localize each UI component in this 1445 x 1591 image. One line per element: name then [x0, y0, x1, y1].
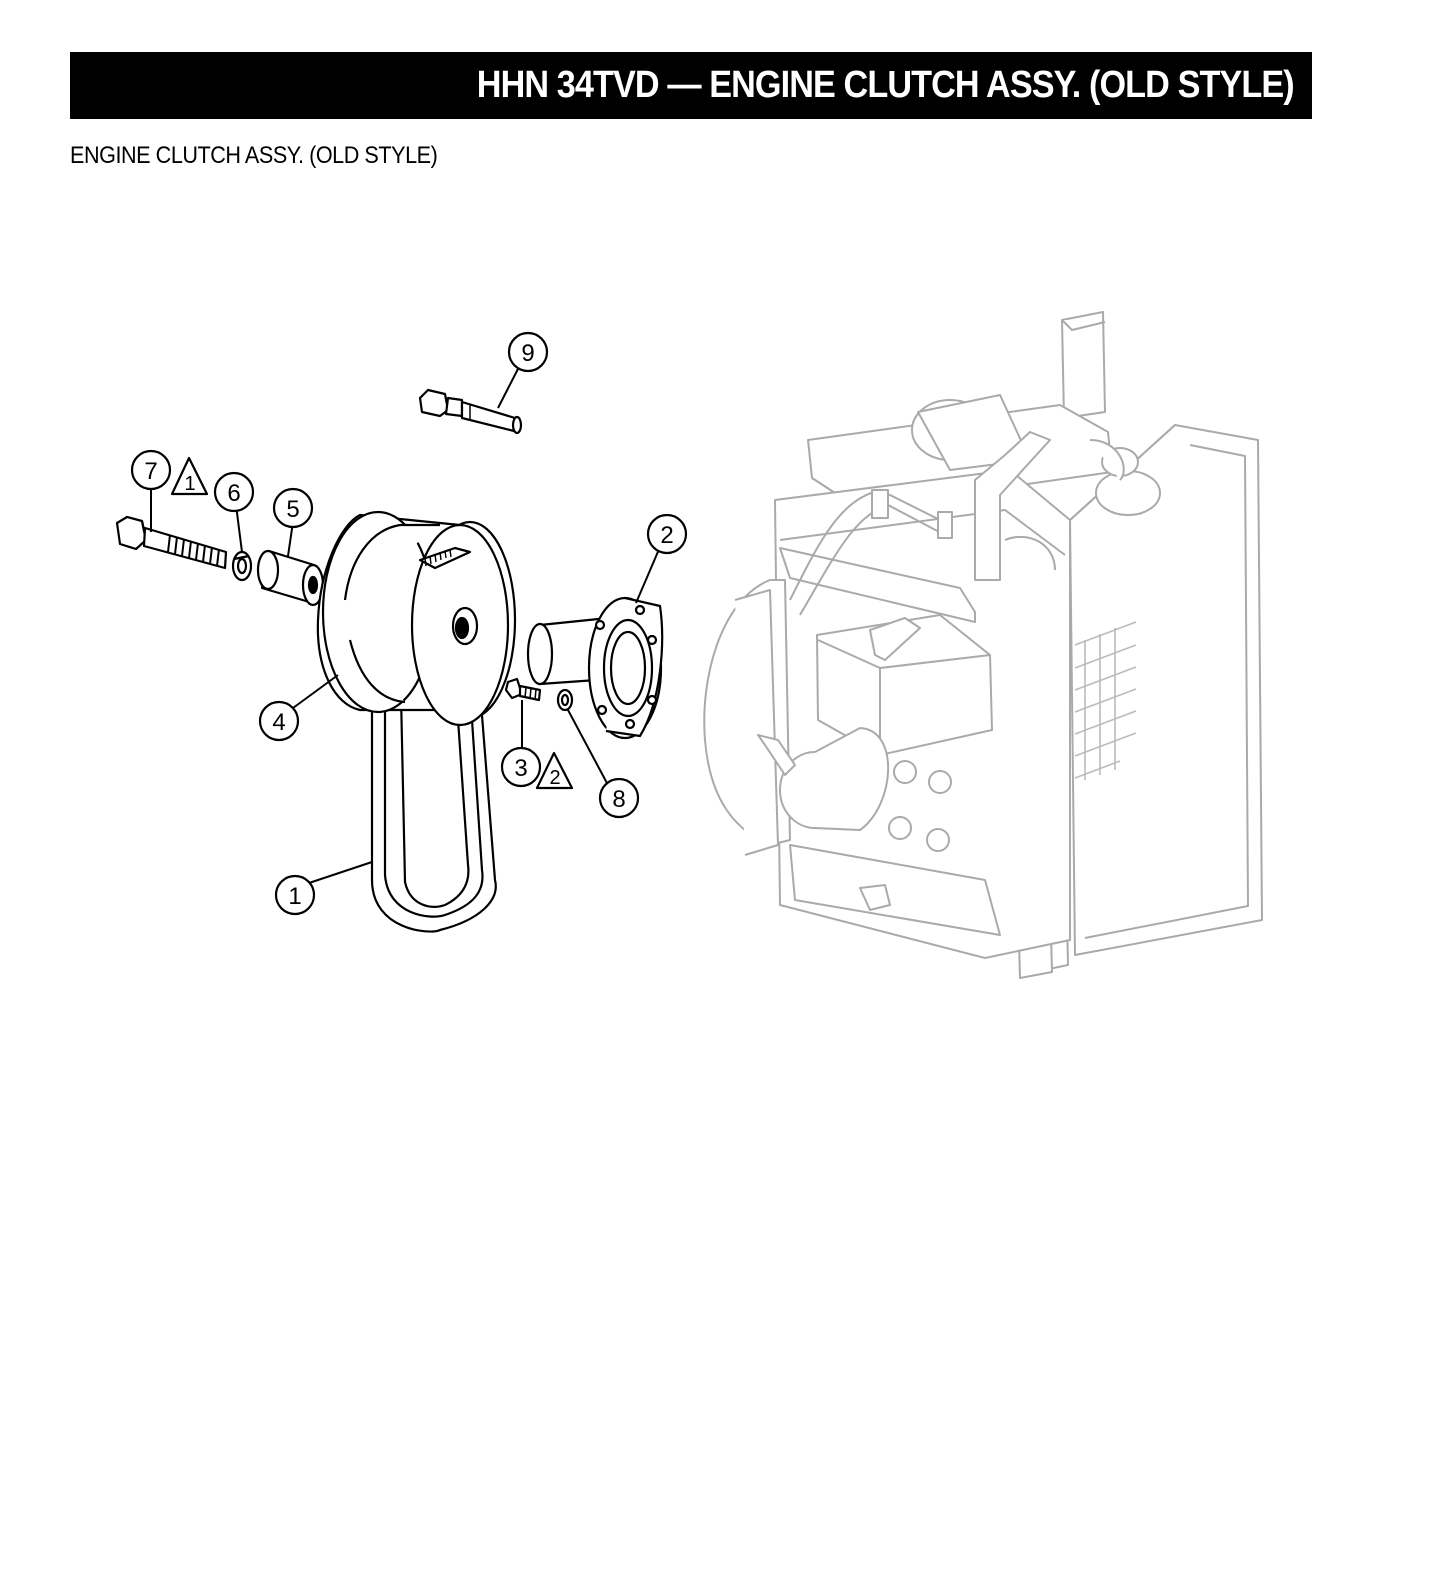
- callout-label-4: 4: [272, 709, 285, 736]
- callout-label-6: 6: [227, 480, 240, 507]
- part-2-flange: [526, 596, 664, 740]
- part-8-washer: [556, 688, 574, 712]
- callout-6: [213, 471, 255, 513]
- callout-2: [646, 513, 688, 555]
- part-7-bolt: [115, 515, 228, 570]
- callout-7: [130, 449, 172, 491]
- note-label-2: 2: [549, 767, 560, 789]
- callout-label-9: 9: [521, 340, 534, 367]
- warning-triangle-icon: [170, 456, 209, 496]
- callout-3: [500, 746, 542, 788]
- part-6-lock-washer: [231, 550, 253, 582]
- title-bar: HHN 34TVD — ENGINE CLUTCH ASSY. (OLD STY…: [70, 52, 1312, 119]
- callout-1: [274, 874, 316, 916]
- callout-label-8: 8: [612, 786, 625, 813]
- callout-label-7: 7: [144, 458, 157, 485]
- callout-label-2: 2: [660, 522, 673, 549]
- callout-4: [258, 700, 300, 742]
- callout-8: [598, 777, 640, 819]
- callout-label-3: 3: [514, 755, 527, 782]
- warning-triangle-icon: [535, 751, 574, 790]
- callout-label-1: 1: [288, 883, 301, 910]
- part-9-pin: [418, 388, 523, 435]
- page-subtitle: ENGINE CLUTCH ASSY. (OLD STYLE): [70, 142, 438, 169]
- part-4-clutch: [316, 510, 517, 727]
- part-5-spacer: [256, 549, 325, 607]
- callout-5: [272, 487, 314, 529]
- page-title: HHN 34TVD — ENGINE CLUTCH ASSY. (OLD STY…: [476, 64, 1295, 106]
- note-label-1: 1: [184, 473, 195, 495]
- engine-illustration: [703, 311, 1263, 979]
- callout-9: [507, 331, 549, 373]
- part-3-screw: [504, 677, 542, 702]
- leader-lines: [150, 364, 661, 884]
- callout-label-5: 5: [286, 496, 299, 523]
